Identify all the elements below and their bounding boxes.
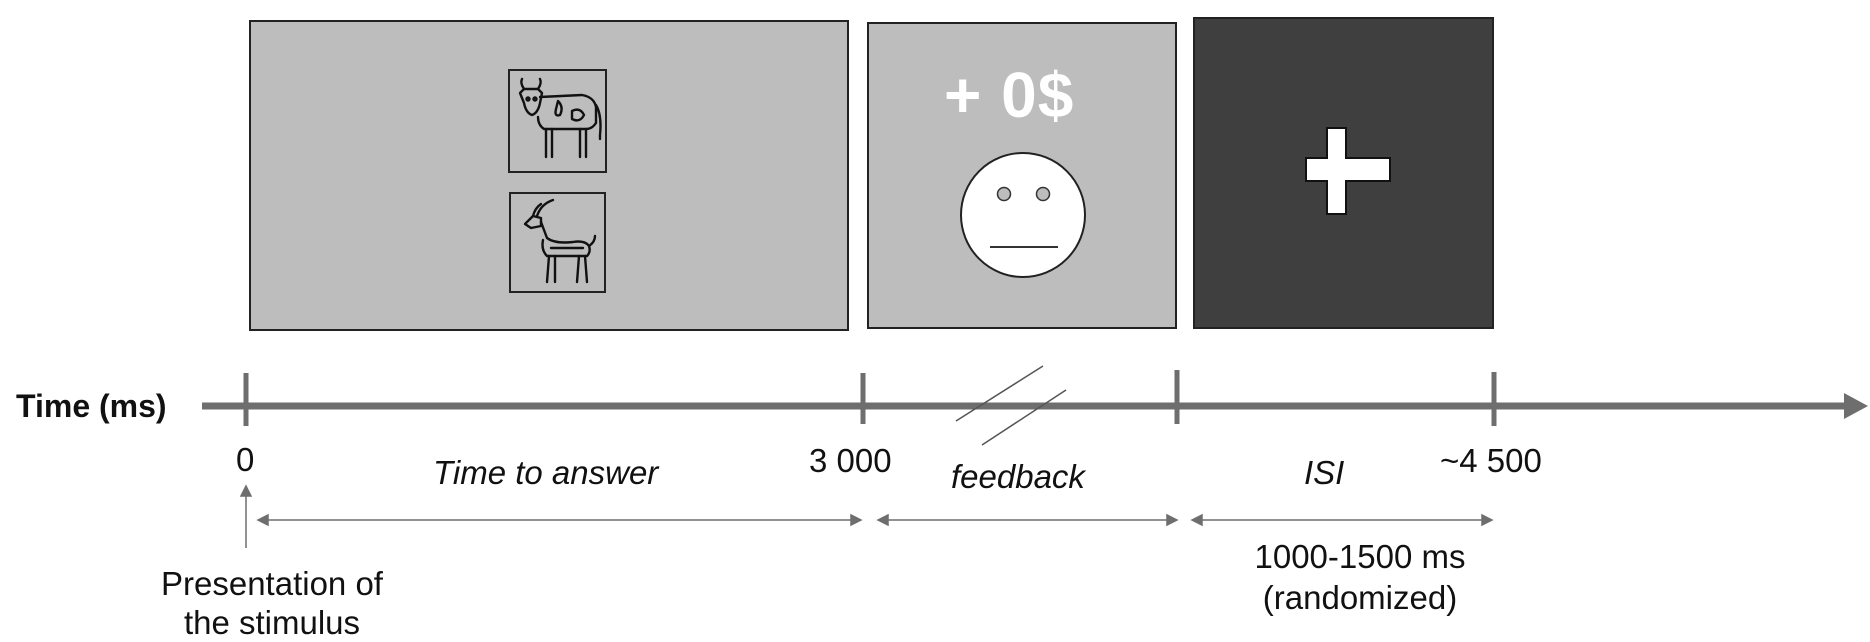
- isi-duration-line1: 1000-1500 ms: [1254, 538, 1466, 575]
- axis-title: Time (ms): [16, 388, 167, 424]
- tick-label: 0: [236, 441, 255, 478]
- gazelle-icon: [523, 198, 597, 284]
- stimulus-note-line2: the stimulus: [183, 604, 361, 641]
- phase-label: ISI: [1304, 454, 1345, 491]
- neutral-face-icon: [960, 152, 1086, 278]
- axis-break-mark: [955, 365, 1067, 446]
- time-axis: [202, 393, 1868, 419]
- answer-duration-arrow: [256, 513, 863, 527]
- feedback-duration-arrow: [876, 513, 1179, 527]
- fixation-cross-icon: [1305, 127, 1391, 215]
- cow-icon: [518, 77, 602, 159]
- tick-label: 3 000: [809, 442, 892, 479]
- gazelle-stimulus-box: [509, 192, 606, 293]
- stimulus-onset-arrow: [239, 484, 253, 548]
- phase-label: Time to answer: [433, 454, 659, 491]
- isi-duration-arrow: [1190, 513, 1494, 527]
- stimulus-note-line1: Presentation of: [161, 565, 383, 602]
- phase-label: feedback: [951, 458, 1085, 495]
- cow-stimulus-box: [508, 69, 607, 173]
- stimulus-panel: [249, 20, 849, 331]
- reward-text: + 0$: [944, 59, 1075, 131]
- tick-label: ~4 500: [1440, 442, 1542, 479]
- isi-duration-line2: (randomized): [1262, 579, 1458, 616]
